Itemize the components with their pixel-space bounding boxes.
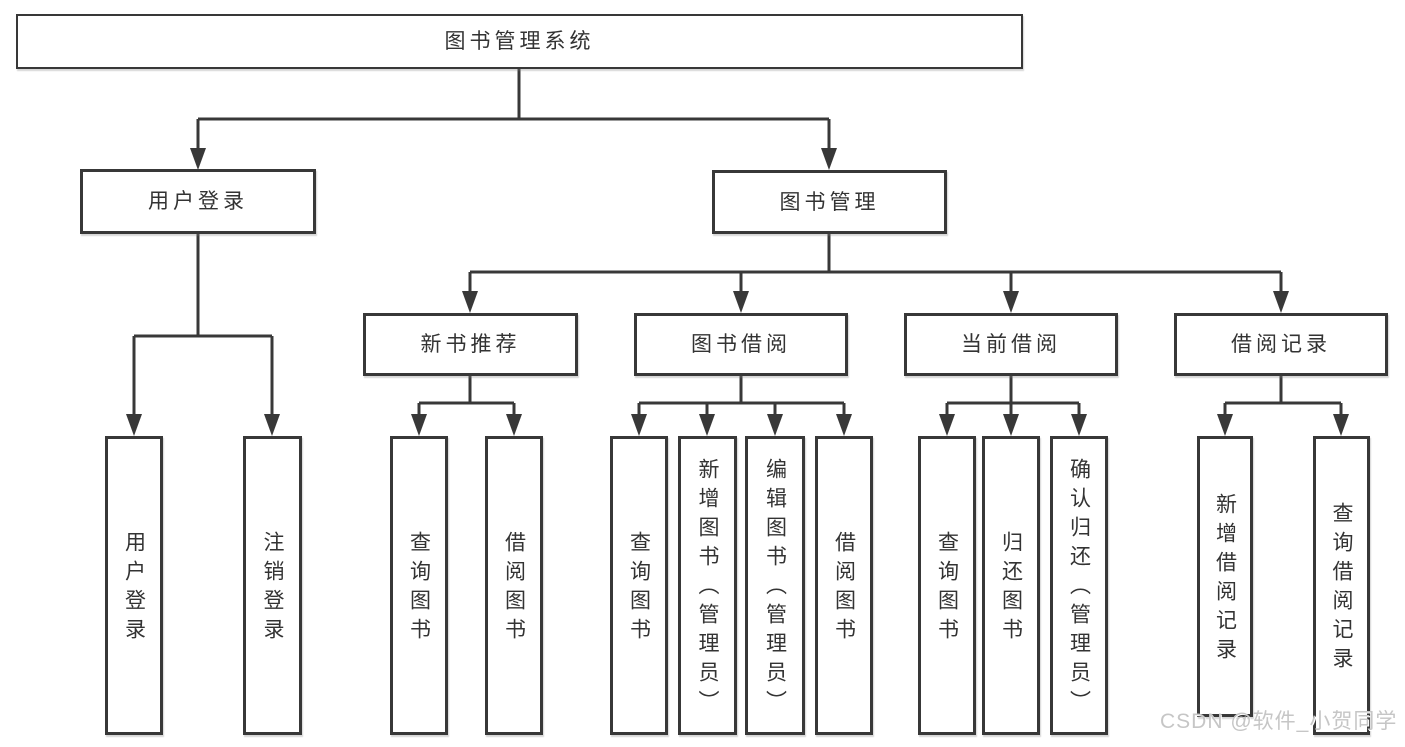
leaf-confirm-return-admin: 确认归还（管理员）: [1050, 436, 1108, 735]
node-root: 图书管理系统: [16, 14, 1023, 69]
leaf-query-books-current: 查询图书: [918, 436, 976, 735]
node-current-borrow: 当前借阅: [904, 313, 1118, 376]
leaf-query-books-recommend: 查询图书: [390, 436, 448, 735]
node-borrow-record: 借阅记录: [1174, 313, 1388, 376]
node-book-borrow: 图书借阅: [634, 313, 848, 376]
leaf-borrow-books-borrow: 借阅图书: [815, 436, 873, 735]
leaf-add-book-admin: 新增图书（管理员）: [678, 436, 737, 735]
node-user-login: 用户登录: [80, 169, 316, 234]
leaf-user-login: 用户登录: [105, 436, 163, 735]
leaf-query-books-borrow: 查询图书: [610, 436, 668, 735]
leaf-borrow-books-recommend: 借阅图书: [485, 436, 543, 735]
leaf-return-book: 归还图书: [982, 436, 1040, 735]
arrowheads: [126, 148, 1349, 436]
leaf-add-borrow-record: 新增借阅记录: [1197, 436, 1253, 717]
csdn-watermark: CSDN @软件_小贺同学: [1160, 710, 1398, 733]
node-new-book-recommend: 新书推荐: [363, 313, 578, 376]
leaf-logout: 注销登录: [243, 436, 302, 735]
node-book-management: 图书管理: [712, 170, 947, 234]
leaf-query-borrow-record: 查询借阅记录: [1313, 436, 1370, 735]
leaf-edit-book-admin: 编辑图书（管理员）: [745, 436, 805, 735]
